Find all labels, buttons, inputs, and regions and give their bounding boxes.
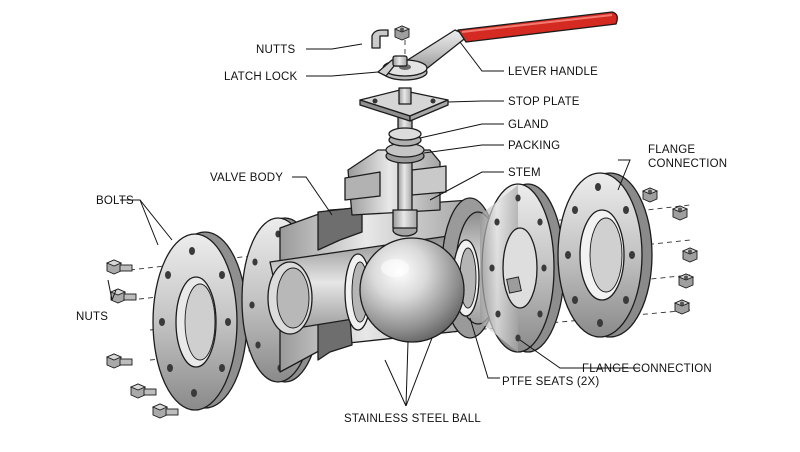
gland	[388, 127, 422, 147]
right-flange	[557, 172, 653, 338]
stop-plate	[359, 87, 449, 122]
label-valve-body: VALVE BODY	[210, 172, 283, 184]
label-ptfe-seats: PTFE SEATS (2X)	[502, 376, 599, 388]
label-stop-plate: STOP PLATE	[508, 96, 580, 108]
top-nuts	[371, 25, 410, 58]
label-nutts: NUTTS	[256, 44, 295, 56]
leader-lines	[107, 41, 640, 407]
label-flange-connection-top-line2: CONNECTION	[648, 158, 727, 170]
label-flange-connection-bottom: FLANGE CONNECTION	[582, 363, 712, 375]
label-stainless-steel-ball: STAINLESS STEEL BALL	[344, 413, 481, 425]
packing	[385, 142, 425, 164]
stainless-steel-ball	[359, 237, 465, 343]
label-bolts: BOLTS	[96, 195, 134, 207]
label-stem: STEM	[508, 167, 541, 179]
latch-lock	[377, 55, 408, 77]
label-flange-connection-top-line1: FLANGE	[648, 144, 695, 156]
label-nuts: NUTS	[76, 311, 108, 323]
right-body-flange	[480, 183, 565, 353]
label-lever-handle: LEVER HANDLE	[508, 66, 598, 78]
left-flange	[152, 231, 248, 411]
label-gland: GLAND	[508, 119, 549, 131]
label-packing: PACKING	[508, 140, 560, 152]
label-latch-lock: LATCH LOCK	[224, 71, 297, 83]
